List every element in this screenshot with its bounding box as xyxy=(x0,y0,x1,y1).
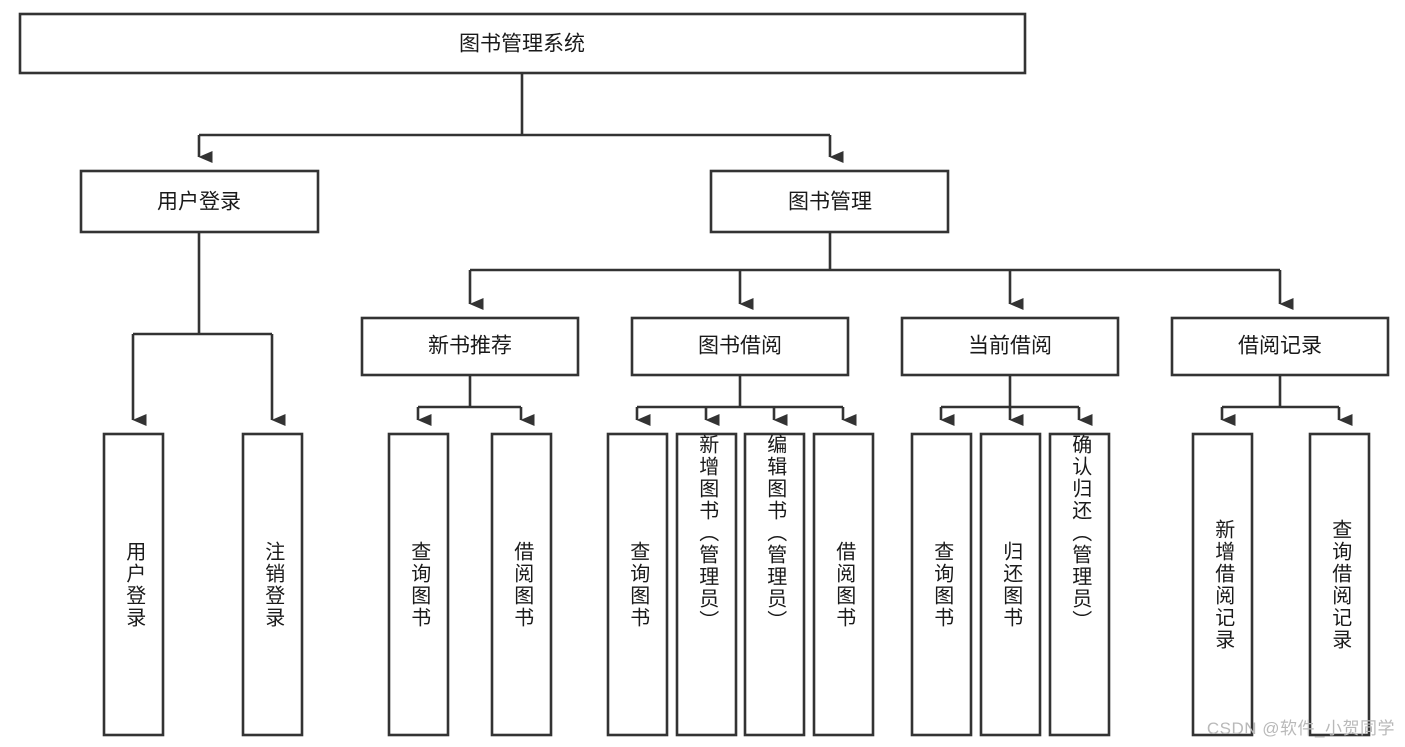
leaf-box-logout[interactable] xyxy=(241,432,304,737)
node-book-manage-label: 图书管理 xyxy=(788,191,872,214)
node-root[interactable]: 图书管理系统 xyxy=(18,12,1027,75)
leaf-boxes-current-borrow xyxy=(910,432,1111,737)
connector-group-root-to-level2 xyxy=(197,73,844,163)
node-book-borrow-label: 图书借阅 xyxy=(698,335,782,358)
node-book-borrow-box[interactable] xyxy=(630,316,850,377)
node-current-borrow-box[interactable] xyxy=(900,316,1120,377)
leaf-box-return-book[interactable] xyxy=(979,432,1042,737)
node-user-login-box[interactable] xyxy=(79,169,320,234)
connector-group-borrowrecord-leaves xyxy=(1220,375,1353,426)
node-current-borrow[interactable]: 当前借阅 xyxy=(900,316,1120,377)
leaf-box-edit-book[interactable] xyxy=(743,432,806,737)
node-user-login[interactable]: 用户登录 xyxy=(79,169,320,234)
node-user-login-label: 用户登录 xyxy=(157,191,241,214)
leaf-box-query-book-3[interactable] xyxy=(910,432,973,737)
node-current-borrow-label: 当前借阅 xyxy=(968,335,1052,358)
connector-group-userlogin-leaves xyxy=(131,232,286,426)
leaf-box-query-book-2[interactable] xyxy=(606,432,669,737)
connector-group-newbook-leaves xyxy=(416,375,535,426)
leaf-box-borrow-book-2[interactable] xyxy=(812,432,875,737)
leaf-box-add-record[interactable] xyxy=(1191,432,1254,737)
node-root-box[interactable] xyxy=(18,12,1027,75)
leaf-box-borrow-book-1[interactable] xyxy=(490,432,553,737)
leaf-box-confirm-return[interactable] xyxy=(1048,432,1111,737)
node-borrow-record-label: 借阅记录 xyxy=(1238,335,1322,358)
node-book-borrow[interactable]: 图书借阅 xyxy=(630,316,850,377)
leaf-boxes-borrow-record xyxy=(1191,432,1371,737)
leaf-box-add-book[interactable] xyxy=(675,432,738,737)
node-borrow-record[interactable]: 借阅记录 xyxy=(1170,316,1390,377)
leaf-boxes-new-book-recommend xyxy=(387,432,553,737)
connector-group-bookborrow-leaves xyxy=(635,375,857,426)
leaf-box-user-login[interactable] xyxy=(102,432,165,737)
node-new-book-recommend-label: 新书推荐 xyxy=(428,335,512,358)
node-borrow-record-box[interactable] xyxy=(1170,316,1390,377)
leaf-box-query-book-1[interactable] xyxy=(387,432,450,737)
connector-group-currentborrow-leaves xyxy=(939,375,1093,426)
connector-group-bookmanage-to-level3 xyxy=(468,232,1294,310)
node-root-label: 图书管理系统 xyxy=(459,33,585,56)
node-book-manage[interactable]: 图书管理 xyxy=(709,169,950,234)
leaf-boxes-user-login xyxy=(102,432,304,737)
leaf-box-query-record[interactable] xyxy=(1308,432,1371,737)
node-book-manage-box[interactable] xyxy=(709,169,950,234)
node-new-book-recommend[interactable]: 新书推荐 xyxy=(360,316,580,377)
node-new-book-recommend-box[interactable] xyxy=(360,316,580,377)
watermark: CSDN @软件_小贺同学 xyxy=(1206,719,1395,738)
leaf-boxes-book-borrow xyxy=(606,432,875,737)
